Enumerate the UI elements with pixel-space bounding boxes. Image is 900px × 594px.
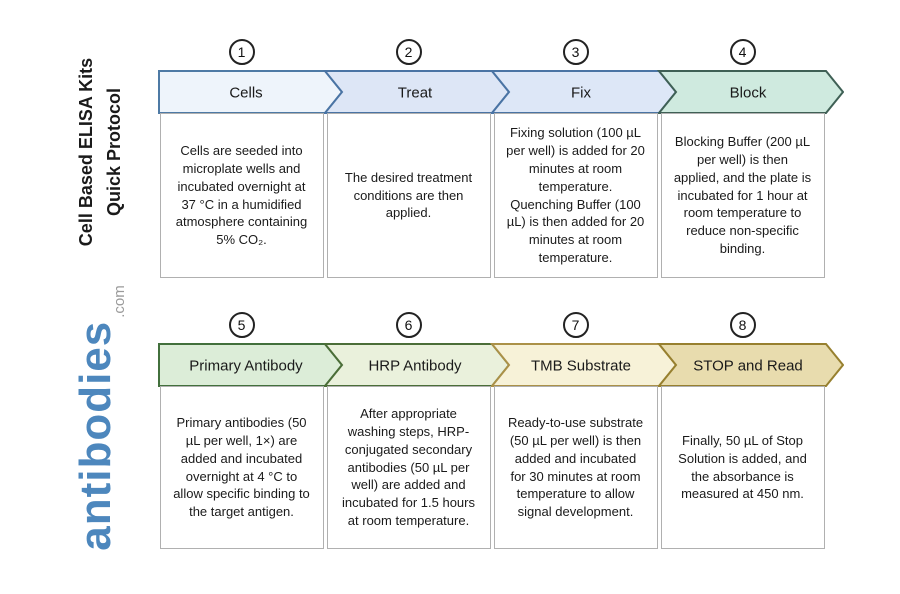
step-description-2: The desired treatment conditions are the… [326,113,491,278]
step-arrow-shape-8 [656,343,844,387]
step-number-circle-2: 2 [395,39,422,65]
step-arrow-label-1: Cells [229,85,262,102]
step-number-circle-1: 1 [228,39,255,65]
step-arrow-label-5: Primary Antibody [189,358,303,375]
step-arrow-label-3: Fix [571,85,591,102]
step-arrow-label-7: TMB Substrate [531,358,631,375]
step-description-6: After appropriate washing steps, HRP-con… [326,386,491,549]
step-number-circle-5: 5 [228,312,255,338]
step-number-circle-3: 3 [562,39,589,65]
brand-logo: antibodies .com [71,285,128,551]
step-description-8: Finally, 50 µL of Stop Solution is added… [660,386,825,549]
step-number-circle-8: 8 [729,312,756,338]
step-description-4: Blocking Buffer (200 µL per well) is the… [660,113,825,278]
page-title: Cell Based ELISA Kits Quick Protocol [72,58,128,246]
step-description-3: Fixing solution (100 µL per well) is add… [493,113,658,278]
step-arrow-shape-4 [656,70,844,114]
brand-logo-word: antibodies [71,320,120,551]
step-description-5: Primary antibodies (50 µL per well, 1×) … [159,386,324,549]
protocol-diagram: 1 2 3 4 Cells Treat Fix Block Cells are … [158,0,858,549]
step-arrow-label-4: Block [730,85,767,102]
step-arrows-row-2: Primary Antibody HRP Antibody TMB Substr… [158,343,844,387]
step-arrow-label-6: HRP Antibody [368,358,462,375]
step-number-circle-6: 6 [395,312,422,338]
brand-logo-suffix: .com [111,285,128,318]
step-descriptions-row-2: Primary antibodies (50 µL per well, 1×) … [158,386,858,549]
step-description-1: Cells are seeded into microplate wells a… [159,113,324,278]
step-numbers-row-1: 1 2 3 4 [158,39,858,65]
step-arrows-row-1: Cells Treat Fix Block [158,70,844,114]
step-numbers-row-2: 5 6 7 8 [158,312,858,338]
page-title-line1: Cell Based ELISA Kits [76,57,96,247]
step-description-7: Ready-to-use substrate (50 µL per well) … [493,386,658,549]
page-title-line2: Quick Protocol [104,87,124,217]
step-number-circle-4: 4 [729,39,756,65]
step-arrow-label-8: STOP and Read [693,358,803,375]
step-descriptions-row-1: Cells are seeded into microplate wells a… [158,113,858,278]
step-arrow-label-2: Treat [398,85,433,102]
step-number-circle-7: 7 [562,312,589,338]
